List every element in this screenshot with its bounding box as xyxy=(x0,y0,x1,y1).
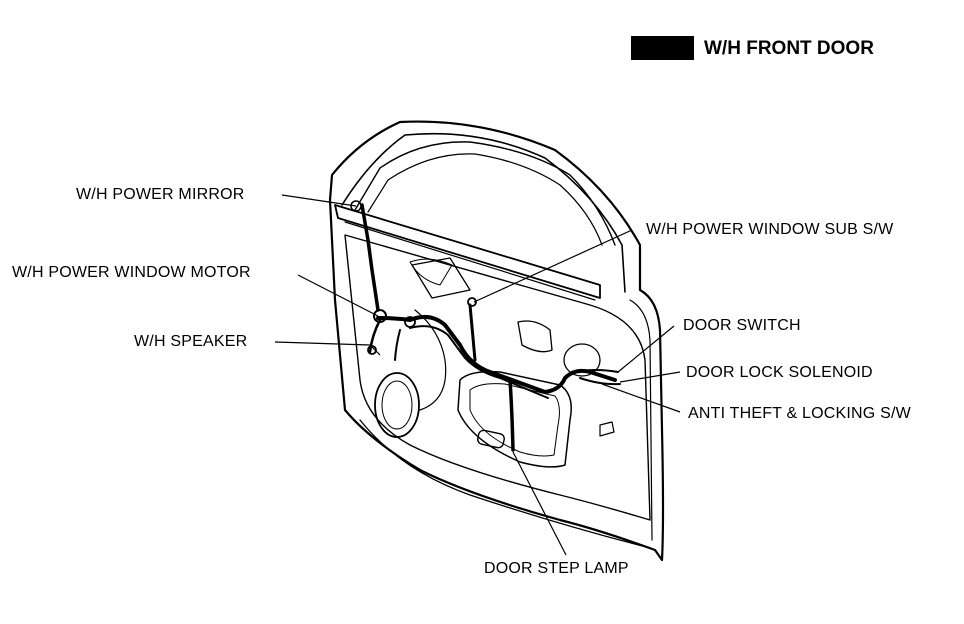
lock-cylinder xyxy=(563,343,601,377)
speaker-outline xyxy=(374,372,420,438)
harness-main xyxy=(376,314,617,394)
belt-line-inner xyxy=(344,221,596,301)
harness-door-switch-branch xyxy=(574,369,619,373)
connector-motor-2 xyxy=(404,316,416,328)
harness-speaker-branch-2 xyxy=(394,329,401,361)
leader-door-step-lamp xyxy=(512,451,567,556)
harness-main-2 xyxy=(409,325,549,399)
regulator-plate xyxy=(411,257,471,299)
label-power-window-motor: W/H POWER WINDOW MOTOR xyxy=(12,264,251,281)
label-power-mirror: W/H POWER MIRROR xyxy=(76,186,245,203)
diagram-title: W/H FRONT DOOR xyxy=(704,38,874,59)
connector-motor xyxy=(373,309,387,323)
harness-step-lamp-branch xyxy=(508,378,515,452)
label-anti-theft-locking-sw: ANTI THEFT & LOCKING S/W xyxy=(688,405,911,422)
harness-sub-sw-branch xyxy=(468,303,477,362)
leader-door-lock-solenoid xyxy=(619,371,681,383)
leader-anti-theft xyxy=(601,383,681,413)
leader-speaker xyxy=(274,341,371,346)
window-frame-inner xyxy=(354,141,616,246)
regulator-panel xyxy=(414,309,447,411)
door-handle-recess xyxy=(517,320,553,353)
mirror-mount xyxy=(409,258,453,286)
connector-speaker xyxy=(367,345,377,355)
window-frame-inner-2 xyxy=(367,153,603,246)
inner-panel-edge xyxy=(629,299,653,541)
leader-speaker-2 xyxy=(369,344,381,356)
label-speaker: W/H SPEAKER xyxy=(134,333,248,350)
leader-door-switch xyxy=(617,325,675,373)
step-lamp-opening xyxy=(477,429,505,449)
armrest-pocket-inner xyxy=(469,383,560,457)
door-outer-outline xyxy=(328,120,665,562)
latch-bracket xyxy=(599,421,615,437)
leader-power-mirror xyxy=(281,194,357,207)
leader-power-window-motor xyxy=(297,274,379,317)
leader-lines xyxy=(274,194,681,556)
label-door-lock-solenoid: DOOR LOCK SOLENOID xyxy=(686,364,873,381)
label-door-step-lamp: DOOR STEP LAMP xyxy=(484,560,629,577)
belt-line xyxy=(334,204,601,299)
label-door-switch: DOOR SWITCH xyxy=(683,317,801,334)
lower-sill xyxy=(359,419,651,549)
title-marker-box xyxy=(631,36,694,60)
harness-mirror-branch xyxy=(360,203,380,312)
inner-panel xyxy=(344,234,651,521)
label-power-window-sub-sw: W/H POWER WINDOW SUB S/W xyxy=(646,221,894,238)
connector-sub-sw xyxy=(467,297,477,307)
speaker-inner xyxy=(381,380,413,430)
door-inner-frame xyxy=(341,132,626,293)
leader-power-window-sub-sw xyxy=(473,229,633,303)
wiring-harness xyxy=(360,203,621,452)
harness-lock-branch xyxy=(579,377,621,386)
